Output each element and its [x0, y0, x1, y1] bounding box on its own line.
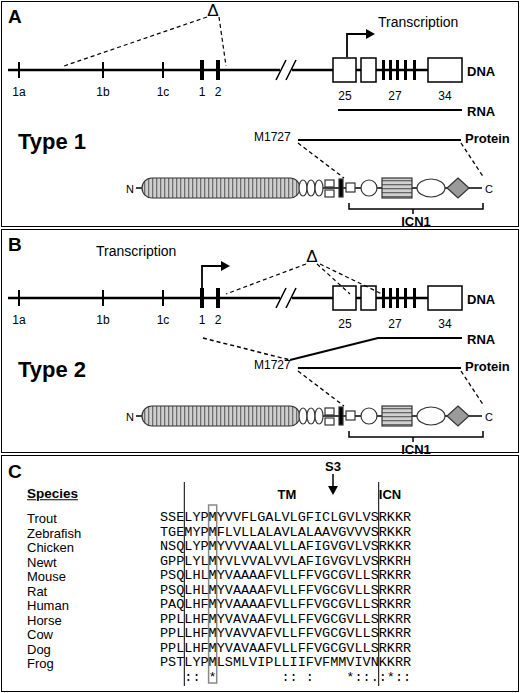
arrow-head — [366, 29, 375, 39]
sequence-row: NSQLYPMYVVVAALVLLAFIGVGVLVSRKKR — [160, 540, 411, 554]
panel-a-gene — [8, 58, 484, 214]
label-text: DNA — [467, 65, 495, 78]
label-text: Species — [27, 487, 78, 501]
label-text: 1b — [96, 86, 109, 98]
deletion-lines — [64, 17, 382, 294]
alignment-guides — [332, 474, 334, 488]
sequence-row: PPLLHFMYVAVVAFVLLFFVGCGVLLSRKRR — [160, 627, 411, 641]
label-text: Δ — [207, 2, 218, 19]
label-text: ICN1 — [401, 215, 431, 228]
panel-b-gene — [8, 286, 484, 442]
panel-letter: A — [8, 7, 22, 26]
type-heading: Type 2 — [18, 359, 86, 381]
label-text: Protein — [465, 360, 510, 373]
sequence-row: PSQLHLMYVAAAAFVLLFFVGCGVLLSRKRR — [160, 569, 411, 583]
species-name: Cow — [27, 628, 53, 641]
label-text: 1a — [12, 86, 25, 98]
label-text: 1c — [157, 86, 170, 98]
deletion-lines — [64, 17, 207, 66]
label-text: N — [126, 184, 134, 195]
s3-arrow-head — [328, 486, 338, 495]
rna-line — [203, 338, 290, 360]
sequence-row: PPLLHFMYVAVAAFVLLFFVGCGVLLSRKRR — [160, 613, 411, 627]
rna-line — [290, 338, 462, 360]
deletion-lines — [317, 264, 350, 294]
sequence-row: TGEMYPMFLVLLALAVLALAAVGVVVSRKKR — [160, 526, 411, 540]
species-name: Trout — [27, 512, 57, 525]
label-text: RNA — [467, 333, 495, 346]
label-text: N — [126, 412, 134, 423]
type-heading: Type 1 — [18, 131, 86, 153]
panel-frame: B — [1, 229, 519, 453]
panel-letter: C — [8, 462, 22, 481]
label-text: 27 — [388, 90, 401, 102]
sequence-row: PPLLHFMYVAVAAFVLLFFVGCGVLLSRKRR — [160, 642, 411, 656]
transcription-arrow — [347, 34, 367, 57]
arrow-head — [221, 261, 230, 271]
sequence-row: GPPLYLMYVLVVALVVLAFIGVGVLVSRKRH — [160, 555, 411, 569]
species-name: Dog — [27, 642, 51, 655]
label-text: 1c — [157, 314, 170, 326]
sequence-row: :: * :: : *::.:*:: — [160, 671, 411, 685]
label-text: Δ — [306, 248, 317, 265]
rna-line — [338, 109, 462, 111]
label-text: 25 — [338, 90, 351, 102]
label-text: C — [485, 412, 493, 423]
species-name: Frog — [27, 657, 54, 670]
panel-frame: A — [1, 1, 519, 227]
label-text: 1a — [12, 314, 25, 326]
label-text: ICN1 — [401, 443, 431, 456]
label-text: 2 — [215, 86, 222, 98]
label-text: 2 — [215, 314, 222, 326]
sequence-row: SSELYPMYVVFLGALVLGFICLGVLVSRKKR — [160, 511, 411, 525]
species-name: Newt — [27, 555, 57, 568]
label-text: TM — [278, 488, 297, 501]
label-text: M1727 — [254, 359, 291, 371]
deletion-lines — [320, 264, 382, 294]
rna-line — [203, 110, 462, 360]
label-text: S3 — [325, 460, 341, 473]
sequence-row: PSQLHLMYVAAAAFVLLFFVGCGVLLSRKRR — [160, 584, 411, 598]
sequence-row: PAQLHFMYVAAAAFVLLFFVGCGVLLSRKRR — [160, 598, 411, 612]
label-text: M1727 — [254, 131, 291, 143]
label-text: 34 — [438, 318, 451, 330]
panel-letter: B — [8, 235, 22, 254]
transcription-arrow — [202, 266, 222, 290]
transcription-arrow — [202, 34, 367, 290]
label-text: 25 — [338, 318, 351, 330]
deletion-lines — [219, 17, 226, 66]
label-text: 27 — [388, 318, 401, 330]
species-name: Rat — [27, 584, 47, 597]
label-text: Transcription — [378, 15, 458, 29]
label-text: Transcription — [96, 244, 176, 258]
species-name: Zebrafish — [27, 526, 81, 539]
label-text: RNA — [467, 105, 495, 118]
species-name: Chicken — [27, 541, 74, 554]
arrow-head — [221, 29, 375, 271]
species-name: Mouse — [27, 570, 66, 583]
species-name: Horse — [27, 613, 62, 626]
label-text: 1 — [199, 314, 206, 326]
deletion-lines — [226, 264, 306, 294]
label-text: DNA — [467, 293, 495, 306]
sequence-row: PSTLYPMLSMLVIPLLIIFVFMMVIVNKKRR — [160, 656, 411, 670]
label-text: Protein — [465, 132, 510, 145]
label-text: 1b — [96, 314, 109, 326]
species-name: Human — [27, 599, 69, 612]
label-text: 1 — [199, 86, 206, 98]
label-text: ICN — [379, 488, 401, 501]
label-text: 34 — [438, 90, 451, 102]
label-text: C — [485, 184, 493, 195]
